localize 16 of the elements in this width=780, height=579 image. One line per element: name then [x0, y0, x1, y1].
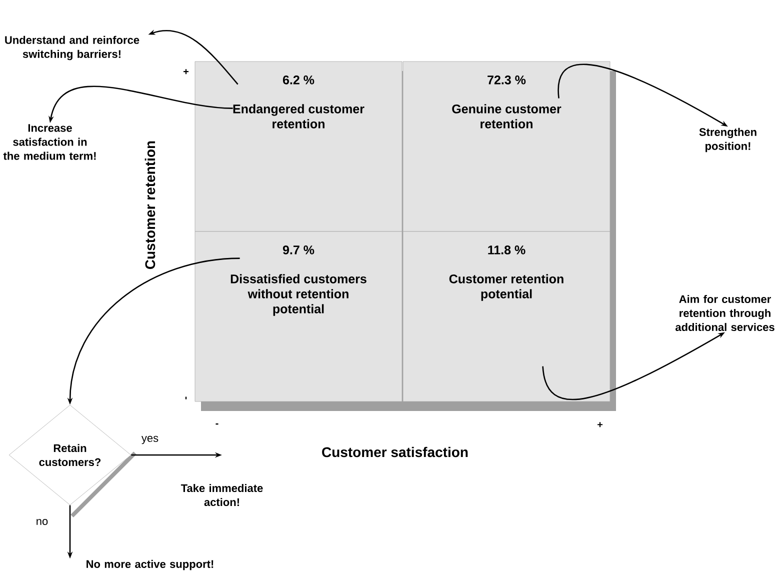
axis-title: Customer retention: [144, 141, 156, 269]
axis-title: Customer satisfaction: [322, 446, 468, 458]
axis-end-sign: +: [598, 422, 603, 428]
quadrant-box: 6.2 % Endangered customer retention: [194, 61, 402, 232]
quadrant-box: 72.3 % Genuine customer retention: [402, 61, 610, 232]
edge-label: yes: [141, 436, 158, 444]
action-text: No more active support!: [86, 560, 214, 570]
quadrant-box: 11.8 % Customer retention potential: [402, 231, 610, 402]
action-text: Strengthen position!: [699, 128, 756, 152]
action-text: Aim for customer retention through additional services: [676, 294, 774, 332]
quadrant-box: 9.7 % Dissatisfied customers without retention potential: [194, 231, 402, 402]
axis-end-sign: -: [216, 423, 218, 425]
edge-label: no: [36, 519, 48, 526]
action-text: Increase satisfaction in the medium term!: [3, 124, 96, 160]
action-text: Take immediate action!: [180, 484, 263, 506]
action-text: Understand and reinforce switching barriers!: [5, 36, 140, 60]
